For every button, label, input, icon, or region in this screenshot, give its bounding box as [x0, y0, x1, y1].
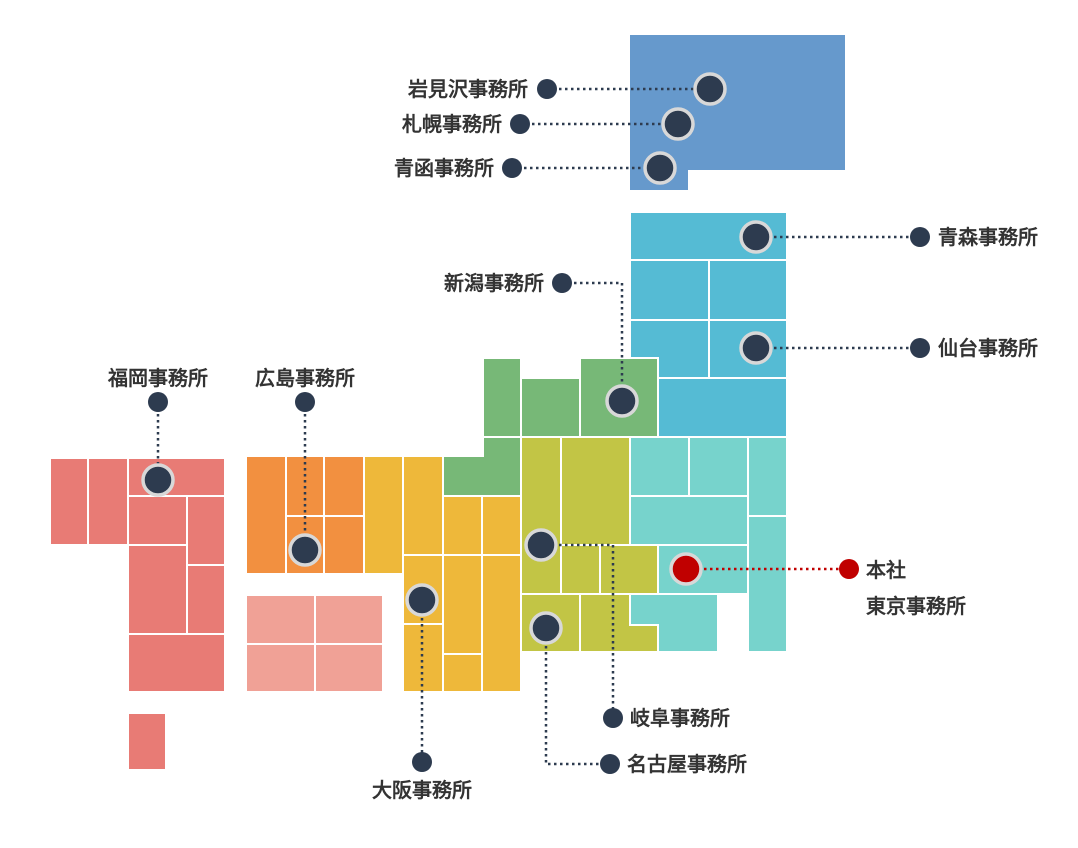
label-dot — [910, 227, 930, 247]
pref-tile — [657, 377, 788, 438]
hq-marker-tokyo[interactable] — [669, 552, 703, 586]
office-label-sapporo[interactable]: 札幌事務所 — [401, 112, 502, 136]
pref-tile — [481, 554, 522, 693]
pref-tile — [520, 436, 562, 595]
region-hokkaido — [630, 35, 845, 190]
pref-tile — [560, 544, 601, 595]
pref-tile — [747, 515, 788, 653]
pref-tile — [629, 593, 719, 653]
office-marker-sendai[interactable] — [739, 331, 773, 365]
map-markers — [141, 72, 773, 645]
office-marker-sapporo[interactable] — [661, 107, 695, 141]
office-marker-osaka[interactable] — [405, 583, 439, 617]
leader-line — [541, 543, 615, 718]
office-label-gifu[interactable]: 岐阜事務所 — [630, 706, 730, 730]
pref-tile — [314, 643, 384, 693]
label-dot — [552, 273, 572, 293]
office-marker-fukuoka[interactable] — [141, 463, 175, 497]
pref-tile — [560, 436, 631, 546]
pref-tile — [708, 259, 788, 321]
pref-tile — [442, 653, 483, 693]
hq-label-title[interactable]: 本社 — [866, 558, 906, 582]
pref-tile — [747, 436, 788, 517]
pref-tile — [599, 544, 659, 595]
region-tiles — [49, 35, 845, 771]
label-dot — [295, 392, 315, 412]
region-kanto — [629, 436, 788, 653]
hq-label-dot — [839, 559, 859, 579]
office-label-hiroshima[interactable]: 広島事務所 — [255, 366, 355, 390]
office-label-iwamizawa[interactable]: 岩見沢事務所 — [407, 77, 528, 101]
label-dot — [603, 708, 623, 728]
office-marker-aomori[interactable] — [739, 220, 773, 254]
label-dot — [910, 338, 930, 358]
office-label-niigata[interactable]: 新潟事務所 — [444, 271, 544, 295]
office-label-osaka[interactable]: 大阪事務所 — [372, 778, 472, 802]
label-dot — [148, 392, 168, 412]
pref-tile — [87, 457, 129, 546]
pref-tile — [323, 515, 365, 575]
pref-tile — [442, 495, 483, 556]
pref-tile — [688, 436, 749, 497]
pref-tile — [629, 436, 690, 497]
region-chugoku — [245, 455, 365, 575]
pref-tile — [363, 455, 404, 575]
region-kinki — [363, 455, 522, 693]
office-labels: 岩見沢事務所 札幌事務所 青函事務所 青森事務所 新潟事務所 仙台事務所 福岡事… — [107, 77, 1038, 802]
office-label-sendai[interactable]: 仙台事務所 — [938, 336, 1038, 360]
office-label-nagoya[interactable]: 名古屋事務所 — [627, 752, 747, 776]
pref-tile — [127, 633, 226, 693]
pref-tile — [186, 564, 226, 635]
pref-tile — [127, 712, 167, 771]
pref-tile — [442, 554, 483, 655]
leader-line — [562, 281, 624, 401]
pref-tile — [245, 643, 316, 693]
pref-tile — [49, 457, 89, 546]
office-label-aomori[interactable]: 青森事務所 — [938, 225, 1038, 249]
label-dot — [600, 754, 620, 774]
pref-tile — [245, 455, 287, 575]
pref-tile — [245, 594, 316, 645]
label-dot — [537, 79, 557, 99]
label-dot — [502, 158, 522, 178]
pref-tile — [323, 455, 365, 517]
pref-tile — [442, 436, 522, 497]
office-label-hakodate[interactable]: 青函事務所 — [394, 156, 494, 180]
pref-tile — [629, 495, 749, 546]
pref-tile — [402, 455, 444, 556]
office-marker-nagoya[interactable] — [529, 611, 563, 645]
office-marker-niigata[interactable] — [605, 384, 639, 418]
pref-tile — [186, 495, 226, 566]
pref-tile — [314, 594, 384, 645]
office-marker-gifu[interactable] — [524, 528, 558, 562]
pref-tile — [481, 495, 522, 556]
pref-tile — [520, 377, 581, 438]
office-marker-iwamizawa[interactable] — [693, 72, 727, 106]
hq-label-office[interactable]: 東京事務所 — [866, 594, 966, 618]
label-dot — [510, 114, 530, 134]
pref-tile — [629, 259, 710, 321]
region-kyushu — [49, 457, 226, 771]
pref-tile — [402, 623, 444, 693]
office-marker-hakodate[interactable] — [643, 151, 677, 185]
office-marker-hiroshima[interactable] — [288, 533, 322, 567]
pref-tile — [482, 357, 522, 438]
pref-tile — [127, 544, 188, 635]
region-shikoku — [245, 594, 384, 693]
pref-tile — [127, 495, 188, 546]
leader-lines — [156, 87, 920, 766]
label-dots — [148, 79, 930, 774]
office-label-fukuoka[interactable]: 福岡事務所 — [107, 366, 208, 390]
label-dot — [412, 752, 432, 772]
